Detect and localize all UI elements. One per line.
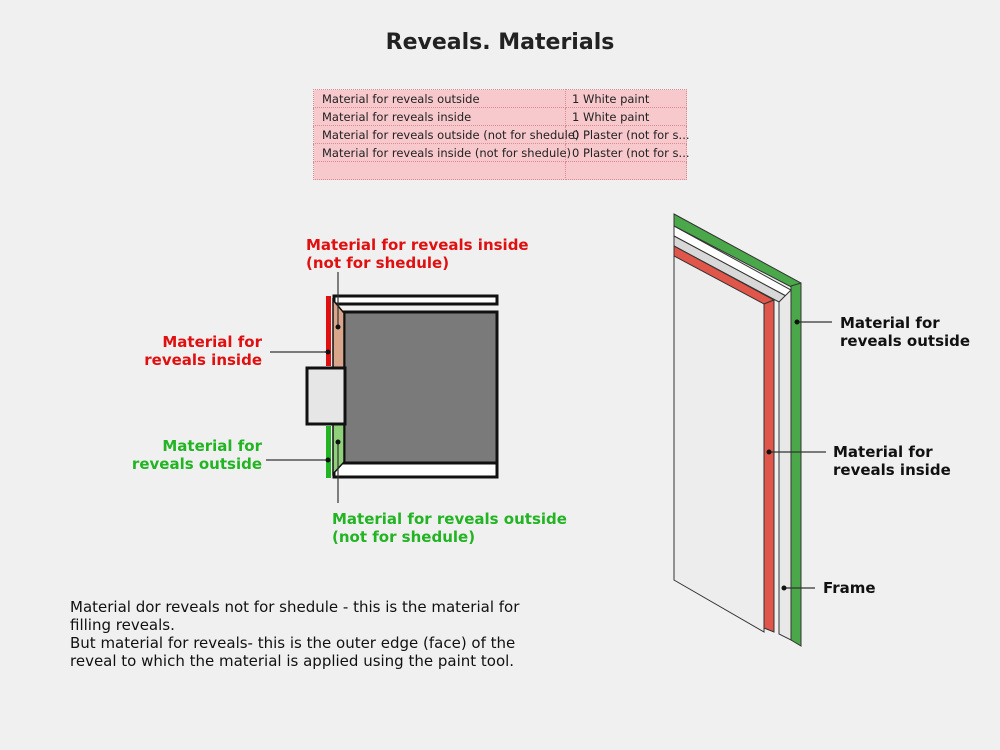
table-row[interactable]: Material for reveals inside (not for she… [313,143,690,162]
table-row [313,161,687,180]
label-line: reveals outside [131,455,262,473]
leader-dot [325,457,331,463]
iso-frame-side [778,288,792,641]
frame-section [305,366,347,426]
wall-finish-top [332,294,499,306]
label-line: Material for [162,333,262,351]
leader-dot [335,324,341,330]
note-line: But material for reveals- this is the ou… [70,634,516,652]
reveal-face-inside [326,296,331,366]
property-name [313,161,566,180]
properties-table: Material for reveals outside 1 White pai… [313,89,690,180]
reveal-face-outside [326,426,331,478]
label-line: Material for reveals inside [306,236,529,254]
property-value[interactable]: 1 White paint [565,89,687,108]
page-title: Reveals. Materials [385,30,615,55]
label-line: (not for shedule) [306,254,450,272]
leader-dot [794,319,800,325]
wall-body [342,310,499,466]
label-outside-not-sched: Material for reveals outside (not for sh… [332,510,567,546]
leader-dot [766,449,772,455]
label-inside-not-sched: Material for reveals inside (not for she… [306,236,529,272]
iso-label-inside: Material for reveals inside [833,443,951,479]
label-line: Material for [840,314,940,332]
table-row[interactable]: Material for reveals outside 1 White pai… [313,89,687,108]
label-line: Material for [833,443,933,461]
table-row[interactable]: Material for reveals outside (not for sh… [313,125,690,144]
label-line: (not for shedule) [332,528,476,546]
label-line: reveals inside [833,461,951,479]
iso-inside-band-side [763,299,775,633]
property-value[interactable]: 0 Plaster (not for s... [565,143,690,162]
iso-outside-band-side [790,282,802,647]
note-line: Material dor reveals not for shedule - t… [70,598,520,616]
property-value [565,161,687,180]
explanation-note: Material dor reveals not for shedule - t… [70,598,530,670]
property-name: Material for reveals inside (not for she… [313,143,571,162]
leader-dot [781,585,787,591]
label-outside: Material for reveals outside [118,437,262,473]
note-line: filling reveals. [70,616,175,634]
label-line: Material for reveals outside [332,510,567,528]
leader-dot [335,439,341,445]
iso-door-frame [673,213,802,647]
iso-label-frame: Frame [823,579,876,597]
label-line: Material for [162,437,262,455]
label-line: reveals inside [144,351,262,369]
note-line: reveal to which the material is applied … [70,652,515,670]
label-inside: Material for reveals inside [130,333,262,369]
iso-label-outside: Material for reveals outside [840,314,970,350]
property-name: Material for reveals outside (not for sh… [313,125,579,144]
leader-dot [325,349,331,355]
property-value[interactable]: 0 Plaster (not for s... [565,125,690,144]
wall-finish-bottom [332,461,499,479]
label-line: reveals outside [840,332,971,350]
